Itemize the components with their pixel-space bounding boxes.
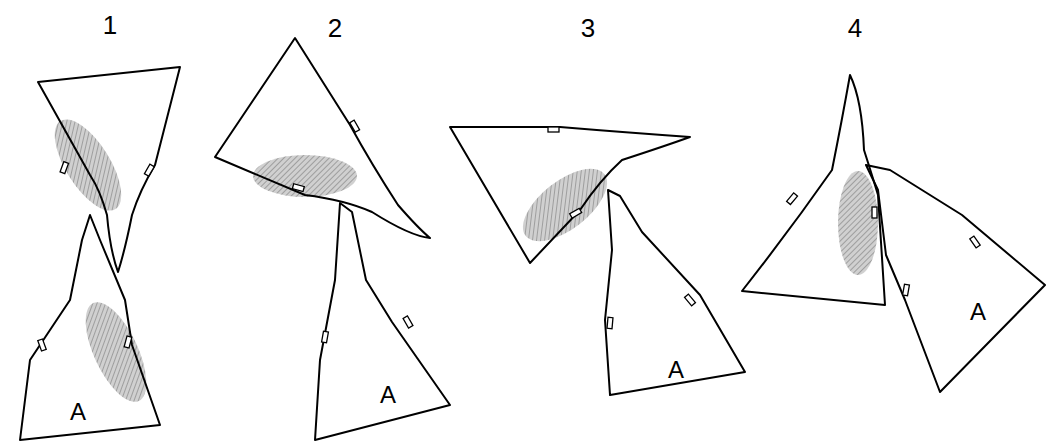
panel-number: 2 xyxy=(328,15,342,41)
panel-number: 3 xyxy=(581,15,595,41)
cell-label: A xyxy=(970,300,986,324)
cell-shape xyxy=(20,215,160,440)
cell-outline: A xyxy=(605,190,745,395)
cell-outline: A xyxy=(20,215,160,440)
cell-shape xyxy=(866,165,1045,392)
cell-outline: A xyxy=(866,165,1045,392)
cell-label: A xyxy=(70,400,86,424)
panel-number: 4 xyxy=(848,15,862,41)
cell-label: A xyxy=(380,383,396,407)
panel-number: 1 xyxy=(103,12,117,38)
cell-outline: A xyxy=(315,203,450,440)
cell-label: A xyxy=(668,358,684,382)
